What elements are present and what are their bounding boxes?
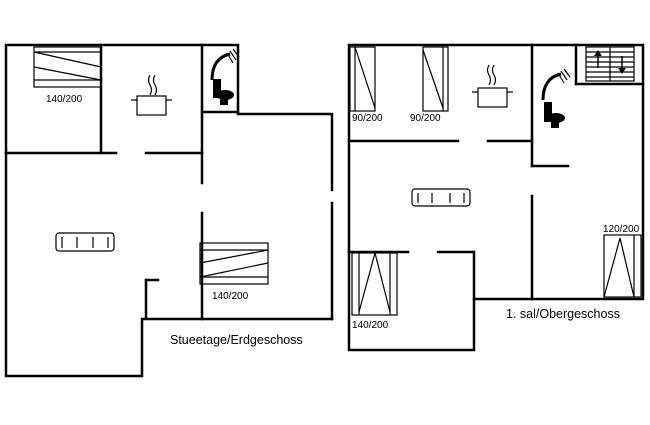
bed-icon xyxy=(351,252,398,316)
sofa-icon xyxy=(55,232,115,252)
ground-floor-inner-walls xyxy=(4,43,240,321)
bed-icon xyxy=(33,46,102,88)
shower-icon xyxy=(210,48,240,81)
bed-size-label: 90/200 xyxy=(352,113,383,124)
upper-floor-inner-walls xyxy=(347,43,645,301)
bed-icon xyxy=(603,234,642,298)
floor-label: 1. sal/Obergeschoss xyxy=(506,307,620,321)
bed-icon xyxy=(199,242,269,285)
ground-floor: 140/200 140/200 xyxy=(4,43,334,378)
upper-floor: 90/200 90/200 xyxy=(347,43,645,352)
shower-icon xyxy=(541,68,571,101)
upper-floor-outer-walls xyxy=(347,43,645,352)
bed-size-label: 90/200 xyxy=(410,113,441,124)
staircase-icon xyxy=(585,46,635,82)
bed-size-label: 140/200 xyxy=(352,320,389,331)
bed-icon xyxy=(422,46,449,112)
bed-size-label: 140/200 xyxy=(46,94,83,105)
sofa-icon xyxy=(411,188,471,207)
bed-size-label: 120/200 xyxy=(603,224,640,235)
floor-label: Stueetage/Erdgeschoss xyxy=(170,333,303,347)
ground-floor-outer-walls xyxy=(4,43,334,378)
bed-size-label: 140/200 xyxy=(212,291,249,302)
bed-icon xyxy=(349,46,376,112)
stove-icon xyxy=(472,64,513,108)
stove-icon xyxy=(131,74,172,116)
toilet-icon xyxy=(544,102,565,128)
toilet-icon xyxy=(213,79,234,105)
